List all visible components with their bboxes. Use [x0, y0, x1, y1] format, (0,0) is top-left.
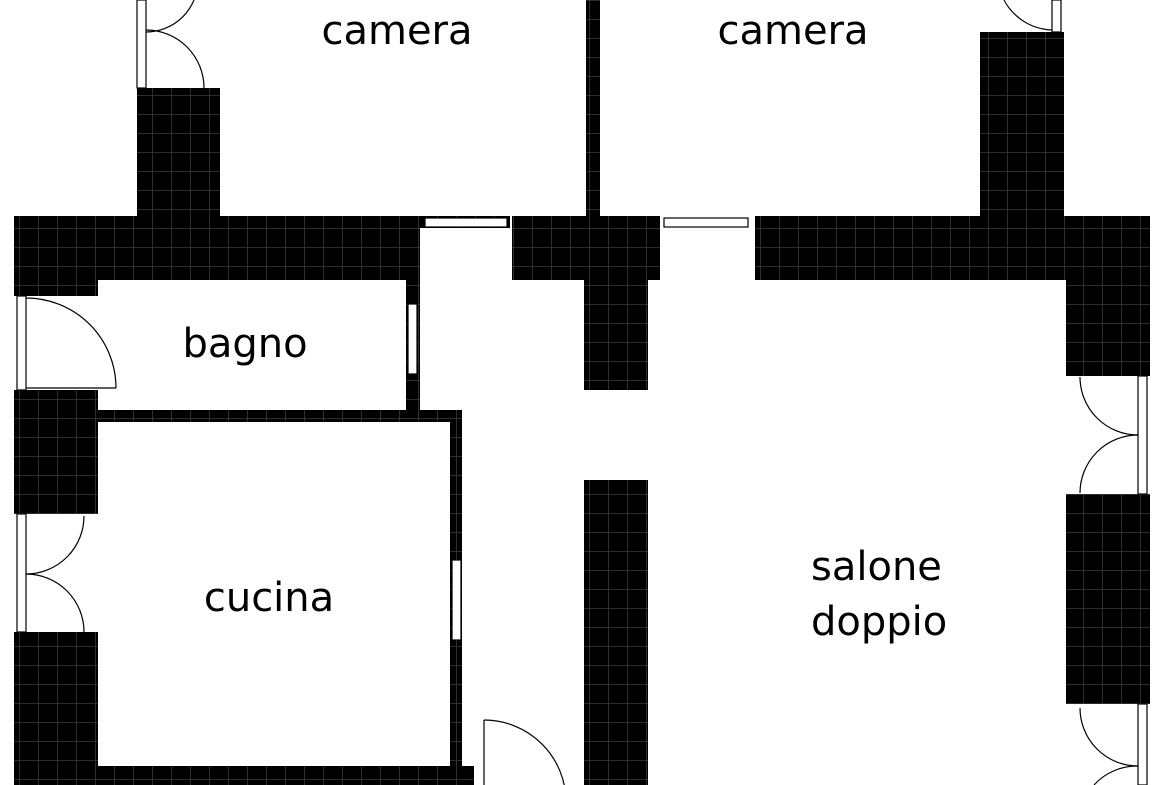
door-cucina	[16, 513, 85, 633]
room-labels: camera camera bagno cucina salone doppio	[182, 8, 947, 645]
room-label-camera-left: camera	[321, 8, 472, 54]
door-salone-upper	[1079, 375, 1148, 495]
door-entrance	[483, 719, 565, 785]
wall-cucina-bottom	[98, 766, 474, 785]
wall-right-middle	[1066, 494, 1150, 704]
wall-right-upper	[1066, 216, 1150, 376]
doors	[16, 0, 1148, 785]
walls	[14, 0, 1150, 785]
door-camera-right	[1003, 0, 1062, 33]
wall-center-long	[584, 480, 648, 785]
room-label-cucina: cucina	[204, 575, 334, 621]
door-camera-left	[136, 0, 205, 89]
room-label-bagno: bagno	[182, 321, 307, 367]
room-label-salone-line1: salone	[811, 544, 942, 590]
window-corridor-top	[424, 217, 508, 228]
wall-right-bedroom-pier	[980, 32, 1064, 218]
windows	[407, 217, 749, 641]
wall-left-upper-stub	[14, 216, 98, 296]
wall-bedroom-divider	[586, 0, 600, 218]
wall-left-middle	[14, 390, 98, 514]
door-bagno	[16, 295, 117, 391]
wall-left-bedroom-pier	[137, 88, 220, 218]
window-bagno-right	[407, 303, 418, 375]
wall-center-pier	[584, 278, 648, 390]
wall-bagno-cucina-partition	[98, 410, 462, 422]
wall-left-lower	[14, 632, 98, 785]
window-salone-top	[663, 217, 749, 228]
wall-center-block	[512, 216, 660, 280]
room-label-salone-line2: doppio	[811, 599, 947, 645]
room-label-camera-right: camera	[717, 8, 868, 54]
window-cucina-right	[451, 559, 462, 641]
door-salone-lower	[1079, 703, 1148, 785]
